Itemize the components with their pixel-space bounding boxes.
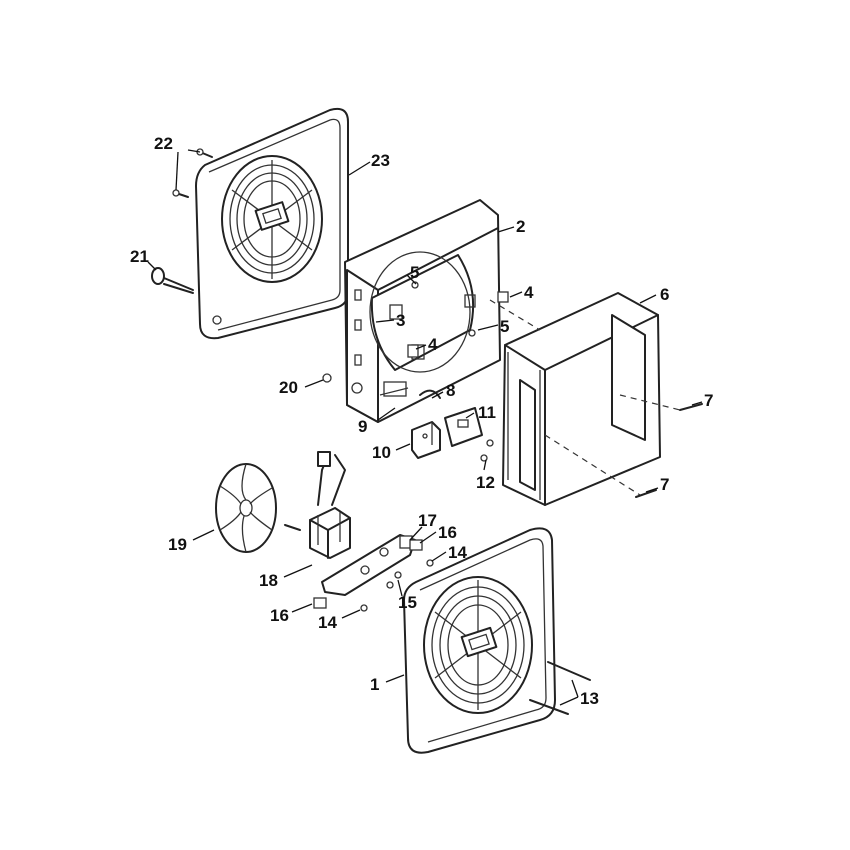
- callout-19: 19: [168, 535, 187, 554]
- cover-plate-11: [444, 407, 483, 447]
- rear-grille-panel: [195, 107, 349, 340]
- callout-14-upper: 14: [448, 543, 467, 562]
- fan-blade-19: [215, 463, 301, 553]
- motor-bracket-17: [321, 534, 416, 596]
- callout-4-inner: 4: [428, 335, 438, 354]
- knob-shaft-21: [151, 267, 194, 294]
- housing-frame: [344, 199, 501, 423]
- screw-20: [322, 373, 332, 383]
- callout-18: 18: [259, 571, 278, 590]
- switch-box-10: [411, 421, 441, 459]
- callout-23: 23: [371, 151, 390, 170]
- callout-1: 1: [370, 675, 379, 694]
- screws-12: [480, 439, 494, 462]
- callout-17: 17: [418, 511, 437, 530]
- leader-lines: [147, 149, 703, 706]
- callout-20: 20: [279, 378, 298, 397]
- callout-11: 11: [478, 403, 496, 422]
- hardware-14-15-16: [313, 539, 434, 612]
- callout-15: 15: [398, 593, 417, 612]
- callout-2: 2: [516, 217, 525, 236]
- callout-22: 22: [154, 134, 173, 153]
- small-fasteners: [407, 281, 509, 358]
- front-grille-panel: [403, 527, 556, 754]
- callout-7-lower: 7: [660, 475, 669, 494]
- motor-18: [309, 451, 351, 559]
- long-bolts-13: [529, 661, 591, 715]
- callout-5-upper: 5: [410, 263, 419, 282]
- long-screws-7: [635, 403, 703, 498]
- callout-7-upper: 7: [704, 391, 713, 410]
- callout-8: 8: [446, 381, 455, 400]
- callout-13: 13: [580, 689, 599, 708]
- callout-5-lower: 5: [500, 317, 509, 336]
- callout-16-upper: 16: [438, 523, 457, 542]
- assembly-lines: [489, 299, 681, 496]
- callout-16-lower: 16: [270, 606, 289, 625]
- callout-9: 9: [358, 417, 367, 436]
- callout-10: 10: [372, 443, 391, 462]
- callout-14-lower: 14: [318, 613, 337, 632]
- callout-labels: 22 23 2 21 5 4 6 3 5 4 20 8 7 9 11 10 12…: [130, 134, 713, 708]
- extension-frame-6: [502, 292, 661, 506]
- callout-21: 21: [130, 247, 149, 266]
- callout-4-right: 4: [524, 283, 534, 302]
- callout-12: 12: [476, 473, 495, 492]
- callout-3: 3: [396, 311, 405, 330]
- callout-6: 6: [660, 285, 669, 304]
